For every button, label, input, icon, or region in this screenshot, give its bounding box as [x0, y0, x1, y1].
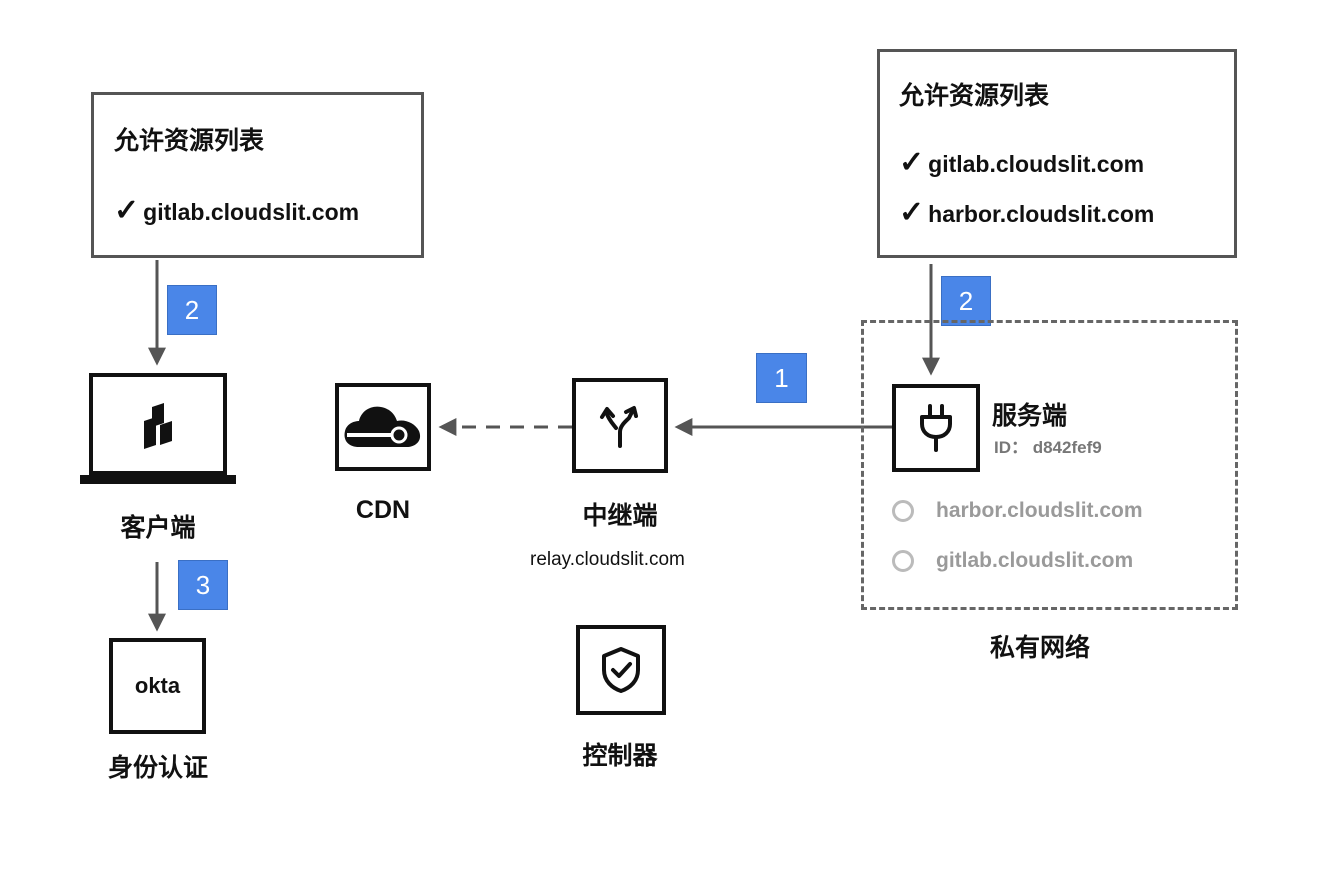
server-node[interactable]: [892, 384, 980, 472]
auth-label: 身份认证: [107, 753, 208, 782]
controller-label: 控制器: [582, 741, 658, 770]
cloud-icon: [344, 406, 421, 447]
step-badge-1: 1: [756, 353, 807, 403]
client-logo-icon: [144, 403, 172, 449]
server-id: ID： d842fef9: [994, 438, 1102, 457]
okta-logo: okta: [134, 673, 181, 698]
right-allowlist-box: 允许资源列表 ✓gitlab.cloudslit.com ✓harbor.clo…: [877, 49, 1237, 258]
left-allowlist-box: 允许资源列表 ✓gitlab.cloudslit.com: [91, 92, 424, 258]
step-badge-2-right: 2: [941, 276, 991, 326]
server-label: 服务端: [992, 401, 1068, 430]
step-badge-2-left: 2: [167, 285, 217, 335]
check-icon: ✓: [899, 196, 925, 229]
step-badge-3: 3: [178, 560, 228, 610]
auth-node[interactable]: okta: [109, 638, 206, 734]
relay-address: relay.cloudslit.com: [530, 549, 685, 570]
private-network-region: [861, 320, 1238, 610]
controller-node[interactable]: [576, 625, 666, 715]
relay-label: 中继端: [582, 501, 658, 530]
laptop-base: [80, 475, 236, 484]
right-allowlist-item: ✓harbor.cloudslit.com: [899, 196, 1155, 229]
cdn-label: CDN: [355, 496, 411, 524]
private-resource-item: gitlab.cloudslit.com: [936, 549, 1134, 572]
split-arrows-icon: [600, 405, 638, 448]
right-allowlist-item: ✓gitlab.cloudslit.com: [899, 146, 1145, 179]
private-resource-item: harbor.cloudslit.com: [936, 499, 1143, 522]
private-network-label: 私有网络: [989, 633, 1090, 662]
plug-icon: [920, 404, 952, 452]
check-icon: ✓: [114, 194, 140, 227]
relay-node[interactable]: [572, 378, 668, 473]
right-allowlist-title: 允许资源列表: [899, 81, 1050, 110]
cdn-node[interactable]: [335, 383, 431, 471]
left-allowlist-item: ✓gitlab.cloudslit.com: [114, 194, 360, 227]
client-node[interactable]: [80, 373, 236, 485]
client-label: 客户端: [120, 513, 196, 542]
left-allowlist-title: 允许资源列表: [114, 126, 265, 155]
resource-radio[interactable]: [892, 500, 914, 522]
resource-radio[interactable]: [892, 550, 914, 572]
check-icon: ✓: [899, 146, 925, 179]
shield-check-icon: [602, 647, 640, 693]
